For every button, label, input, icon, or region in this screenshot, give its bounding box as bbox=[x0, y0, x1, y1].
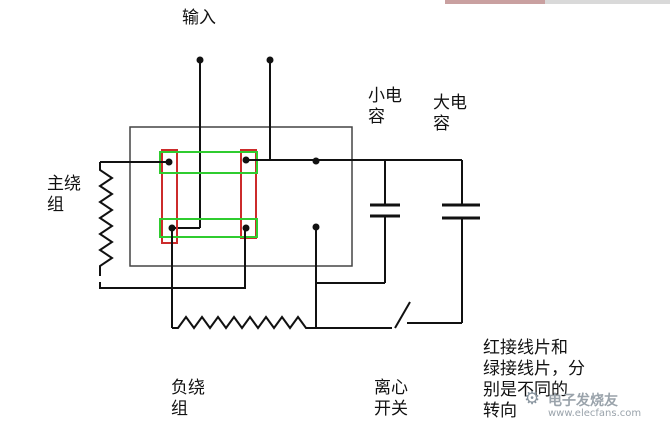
aux-winding-coil bbox=[172, 315, 316, 330]
red-strip-right bbox=[240, 149, 257, 239]
red-strip-left bbox=[161, 149, 178, 244]
centrifugal-switch-label: 离心 开关 bbox=[374, 378, 408, 419]
top-gray-bar bbox=[545, 0, 670, 4]
top-accent-bar bbox=[445, 0, 545, 4]
small-capacitor-label: 小电 容 bbox=[368, 86, 402, 127]
switch-blade bbox=[394, 301, 411, 329]
direction-note: 红接线片和 绿接线片，分 别是不同的 转向 bbox=[483, 338, 585, 421]
green-strip-bottom bbox=[159, 218, 258, 238]
main-winding-coil bbox=[98, 162, 114, 276]
input-terminal-right bbox=[266, 56, 274, 64]
input-terminal-left bbox=[196, 56, 204, 64]
green-strip-top bbox=[159, 151, 258, 174]
main-winding-label: 主绕 组 bbox=[47, 174, 81, 215]
input-label: 输入 bbox=[182, 8, 216, 28]
big-capacitor-label: 大电 容 bbox=[433, 93, 467, 134]
watermark-logo: ⚙ bbox=[524, 388, 541, 409]
terminal-box bbox=[129, 126, 353, 267]
watermark-text: 电子发烧友 bbox=[548, 393, 618, 409]
aux-winding-label: 负绕 组 bbox=[171, 378, 205, 419]
watermark-domain: www.elecfans.com bbox=[548, 408, 642, 419]
